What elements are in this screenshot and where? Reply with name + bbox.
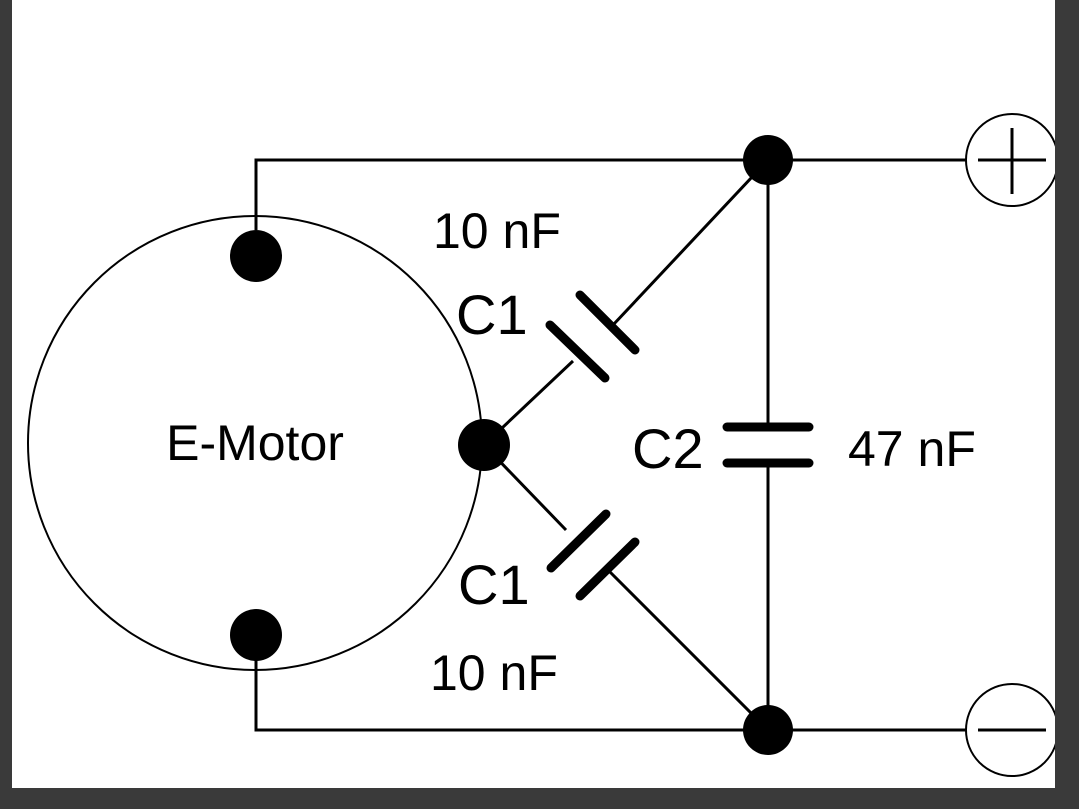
c1-upper-wire-b [611, 158, 770, 327]
c1-lower-plate-a [546, 509, 611, 573]
motor-bottom-node [230, 609, 282, 661]
c1-lower-name-label: C1 [458, 553, 530, 616]
c1-upper-value-label: 10 nF [433, 203, 561, 259]
motor-label: E-Motor [166, 415, 344, 471]
diagram-canvas [12, 0, 1055, 788]
c1-lower-plate-b [575, 537, 640, 601]
c2-value-label: 47 nF [848, 421, 976, 477]
c1-upper-name-label: C1 [456, 283, 528, 346]
c1-lower-wire-a [482, 443, 568, 532]
left-frame-edge [0, 0, 12, 809]
right-frame-edge [1055, 0, 1079, 809]
c1-lower-wire-b [604, 566, 770, 732]
c1-upper-wire-a [482, 359, 575, 447]
bottom-wire [254, 660, 1003, 732]
c2-name-label: C2 [632, 417, 704, 480]
motor-top-node [230, 230, 282, 282]
top-wire [254, 158, 1003, 230]
bottom-frame-edge [0, 788, 1079, 809]
c1-upper-plate-b [575, 290, 640, 355]
c1-lower-value-label: 10 nF [430, 645, 558, 701]
c1-upper-plate-a [545, 320, 610, 383]
